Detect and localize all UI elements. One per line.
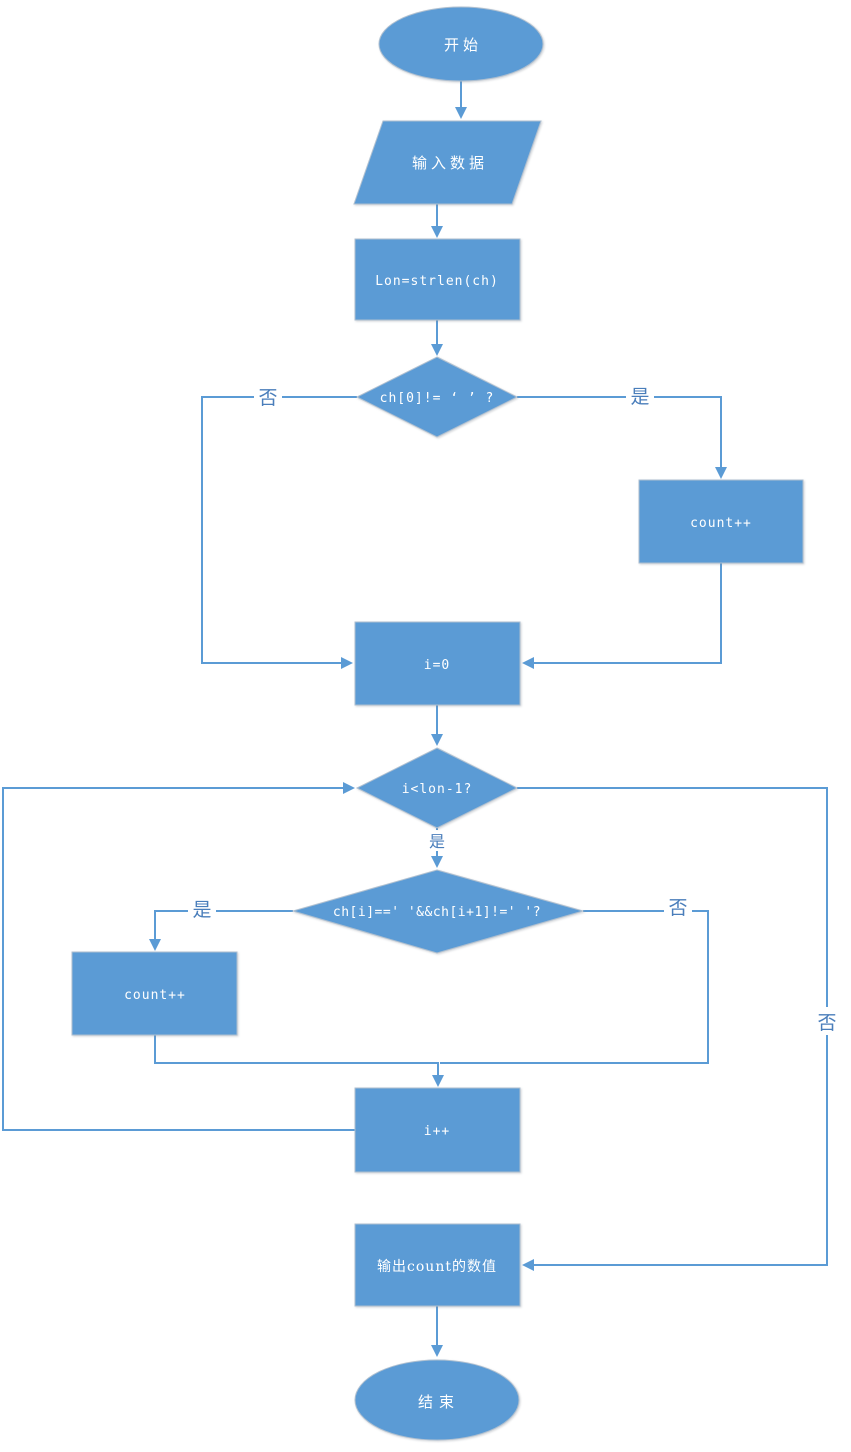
node-strlen: Lon=strlen(ch) bbox=[354, 238, 521, 321]
node-input-label: 输入数据 bbox=[412, 154, 488, 172]
edge-label-bg bbox=[626, 383, 654, 409]
edge-label-no: 否 bbox=[817, 1012, 836, 1034]
edge-loop-yes: 是 bbox=[425, 828, 449, 868]
edge-check-word-no: 否 bbox=[440, 894, 709, 1064]
arrowhead-down-icon bbox=[431, 226, 443, 238]
edge-i-inc-to-loop bbox=[2, 782, 355, 1131]
edge-label-yes: 是 bbox=[429, 832, 445, 851]
edge-init-i-to-loop bbox=[431, 705, 443, 746]
node-loop-cond: i<lon-1? bbox=[355, 747, 519, 829]
node-output-label: 输出count的数值 bbox=[377, 1259, 497, 1275]
arrowhead-down-icon bbox=[432, 1075, 444, 1087]
node-start: 开始 bbox=[378, 6, 544, 82]
node-input: 输入数据 bbox=[353, 120, 542, 205]
node-i-inc-label: i++ bbox=[424, 1124, 450, 1139]
arrowhead-left-icon bbox=[522, 1259, 534, 1271]
arrowhead-down-icon bbox=[431, 856, 443, 868]
arrowhead-down-icon bbox=[715, 467, 727, 479]
arrowhead-down-icon bbox=[431, 734, 443, 746]
edge-count2-to-i-inc bbox=[154, 1035, 444, 1087]
node-end: 结束 bbox=[354, 1359, 520, 1441]
node-count-inc-1-label: count++ bbox=[690, 516, 752, 531]
arrowhead-down-icon bbox=[455, 107, 467, 119]
edge-output-to-end bbox=[431, 1306, 443, 1357]
arrowhead-right-icon bbox=[343, 782, 355, 794]
arrowhead-left-icon bbox=[522, 657, 534, 669]
node-start-label: 开始 bbox=[444, 36, 482, 54]
node-i-inc: i++ bbox=[354, 1087, 521, 1173]
node-end-label: 结束 bbox=[418, 1393, 460, 1411]
edge-label-bg bbox=[425, 830, 449, 851]
edge-label-yes: 是 bbox=[192, 899, 211, 921]
node-init-i-label: i=0 bbox=[424, 658, 450, 673]
node-init-i: i=0 bbox=[354, 621, 521, 706]
arrowhead-down-icon bbox=[431, 344, 443, 356]
edge-loop-no: 否 bbox=[517, 787, 841, 1271]
node-count-inc-2: count++ bbox=[71, 951, 238, 1036]
edge-label-bg bbox=[254, 384, 282, 410]
edge-input-to-strlen bbox=[431, 204, 443, 238]
edge-label-yes: 是 bbox=[630, 386, 649, 408]
edge-start-to-input bbox=[455, 81, 467, 119]
edge-label-bg bbox=[188, 896, 216, 922]
edge-label-bg bbox=[664, 894, 692, 920]
node-check-word-label: ch[i]==' '&&ch[i+1]!=' '? bbox=[333, 905, 541, 920]
node-check-word: ch[i]==' '&&ch[i+1]!=' '? bbox=[291, 869, 585, 954]
edge-label-no: 否 bbox=[258, 387, 277, 409]
arrowhead-right-icon bbox=[341, 657, 353, 669]
node-check-first-label: ch[0]!= ‘ ’ ? bbox=[380, 391, 495, 406]
node-loop-cond-label: i<lon-1? bbox=[402, 782, 473, 797]
edge-check-first-yes: 是 bbox=[517, 383, 727, 479]
node-check-first: ch[0]!= ‘ ’ ? bbox=[355, 356, 519, 438]
node-count-inc-2-label: count++ bbox=[124, 988, 186, 1003]
arrowhead-down-icon bbox=[431, 1345, 443, 1357]
edge-strlen-to-check-first bbox=[431, 320, 443, 356]
edge-label-no: 否 bbox=[668, 897, 687, 919]
edge-check-first-no: 否 bbox=[201, 384, 357, 669]
node-count-inc-1: count++ bbox=[638, 479, 804, 564]
arrowhead-down-icon bbox=[149, 939, 161, 951]
node-strlen-label: Lon=strlen(ch) bbox=[375, 274, 499, 289]
edge-count1-to-init-i bbox=[522, 563, 722, 669]
edge-label-bg bbox=[813, 1007, 841, 1035]
node-output: 输出count的数值 bbox=[354, 1223, 521, 1307]
edge-check-word-yes: 是 bbox=[149, 896, 293, 951]
